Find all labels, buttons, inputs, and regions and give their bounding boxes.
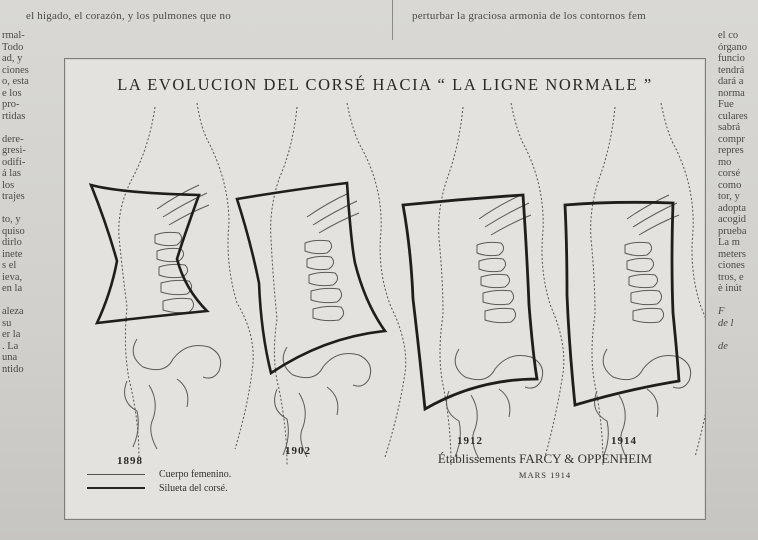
left-column-line: . La [2,341,29,353]
right-column-line [718,329,758,341]
right-column-line: prueba [718,226,758,238]
top-line-left: el higado, el corazón, y los pulmones qu… [26,10,231,22]
corset-illustrations [65,59,705,519]
right-column-line: è inút [718,283,758,295]
left-column-line: er la [2,329,29,341]
left-column-line: Todo [2,42,29,54]
right-column-line: tor, y [718,191,758,203]
right-column-line: corsé [718,168,758,180]
right-column-line: repres [718,145,758,157]
right-column-line: tendrá [718,65,758,77]
year-label-1912: 1912 [457,435,483,447]
thick-line-swatch [87,487,145,489]
right-column-line: tros, e [718,272,758,284]
right-column-line: Fue [718,99,758,111]
left-column-line: to, y [2,214,29,226]
right-column-line [718,295,758,307]
left-column-line [2,203,29,215]
right-column-line: culares [718,111,758,123]
right-column-line: de [718,341,758,353]
left-column-line: aleza [2,306,29,318]
right-column-line: norma [718,88,758,100]
silhouette-1902 [237,103,406,465]
year-label-1902: 1902 [285,445,311,457]
top-line-right: perturbar la graciosa armonia de los con… [412,10,646,22]
corset-evolution-figure: LA EVOLUCION DEL CORSÉ HACIA “ LA LIGNE … [64,58,706,520]
left-column-line: inete [2,249,29,261]
legend-body-label: Cuerpo femenino. [159,469,231,480]
right-column-line: F [718,306,758,318]
left-column-line: ciones [2,65,29,77]
left-column-line: los [2,180,29,192]
left-column-line: en la [2,283,29,295]
left-column-line [2,295,29,307]
silhouette-1914 [565,103,705,465]
right-column-line: de l [718,318,758,330]
silhouette-1898 [91,103,253,459]
credit-date: MARS 1914 [395,470,695,480]
right-column-line: meters [718,249,758,261]
legend-row-body: Cuerpo femenino. [87,467,231,481]
figure-legend: Cuerpo femenino. Silueta del corsé. [87,467,231,495]
right-column-line: acogid [718,214,758,226]
right-column-line: funcio [718,53,758,65]
left-column-line: rmal- [2,30,29,42]
right-column-line: adopta [718,203,758,215]
figure-credit: Établissements FARCY & OPPENHEIM MARS 19… [395,451,695,480]
left-column-line: á las [2,168,29,180]
left-column-line: dere- [2,134,29,146]
silhouette-1912 [403,103,564,465]
right-column-line: mo [718,157,758,169]
left-column-line: ntido [2,364,29,376]
left-column-line: gresi- [2,145,29,157]
legend-corset-label: Silueta del corsé. [159,483,228,494]
left-column-line: s el [2,260,29,272]
left-column-line: ad, y [2,53,29,65]
left-column-line: su [2,318,29,330]
right-column-line: el co [718,30,758,42]
left-column-line: dirlo [2,237,29,249]
year-label-1914: 1914 [611,435,637,447]
right-column-line: La m [718,237,758,249]
left-column-line: odifi- [2,157,29,169]
legend-row-corset: Silueta del corsé. [87,481,231,495]
year-label-1898: 1898 [117,455,143,467]
left-column-line: una [2,352,29,364]
left-column-line: o, esta [2,76,29,88]
right-column-line: dará a [718,76,758,88]
right-column-line: ciones [718,260,758,272]
left-column-line: rtidas [2,111,29,123]
credit-company: Établissements FARCY & OPPENHEIM [395,451,695,467]
right-column-line: como [718,180,758,192]
column-divider [392,0,393,40]
left-column-line [2,122,29,134]
left-column-line: trajes [2,191,29,203]
right-column-line: órgano [718,42,758,54]
left-column-line: e los [2,88,29,100]
left-column-line: ieva, [2,272,29,284]
right-column-line: sabrá [718,122,758,134]
thin-line-swatch [87,474,145,475]
left-column-line: quiso [2,226,29,238]
left-column-line: pro- [2,99,29,111]
right-column-line: compr [718,134,758,146]
